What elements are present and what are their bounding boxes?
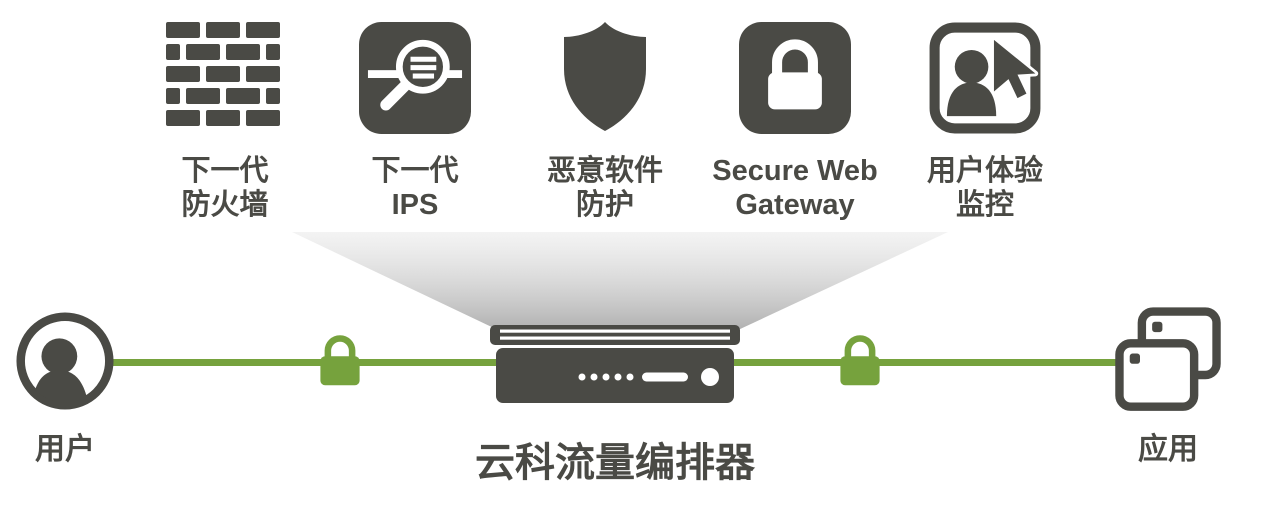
user-circle-icon	[16, 312, 114, 410]
service-label-line2: 防护	[575, 189, 634, 222]
service-label: Secure Web Gateway	[712, 154, 877, 222]
service-label: 下一代 防火墙	[181, 154, 268, 222]
service-label-line1: 下一代	[181, 155, 269, 187]
firewall-icon	[164, 22, 286, 144]
shield-icon	[555, 22, 655, 144]
service-label-line1: Secure Web	[712, 155, 878, 187]
service-secure-web-gateway: Secure Web Gateway	[700, 22, 890, 222]
padlock-square-icon	[739, 22, 851, 144]
user-monitor-cursor-icon	[929, 22, 1041, 144]
device-label: 云科流量编排器	[475, 441, 755, 485]
security-services-row: 下一代 防火墙 下一代 IPS	[130, 22, 1080, 222]
service-label-line2: 监控	[955, 189, 1014, 222]
funnel-beam	[292, 232, 948, 330]
service-label-line1: 用户体验	[926, 155, 1043, 187]
service-label: 恶意软件 防护	[547, 154, 663, 222]
tls-lock-icon	[312, 330, 368, 390]
user-label: 用户	[35, 433, 95, 466]
service-label-line2: Gateway	[735, 189, 855, 222]
service-label-line1: 下一代	[371, 155, 459, 187]
appliance-server-icon	[490, 325, 740, 403]
service-label-line1: 恶意软件	[546, 155, 663, 187]
service-next-gen-ips: 下一代 IPS	[320, 22, 510, 222]
service-label: 用户体验 监控	[927, 154, 1043, 222]
service-label: 下一代 IPS	[371, 154, 458, 222]
service-label-line2: 防火墙	[181, 189, 269, 222]
service-malware-protection: 恶意软件 防护	[510, 22, 700, 222]
service-label-line2: IPS	[391, 189, 439, 222]
ips-inspection-icon	[359, 22, 471, 144]
tls-lock-icon	[832, 330, 888, 390]
applications-windows-icon	[1112, 305, 1224, 417]
apps-label: 应用	[1138, 433, 1198, 466]
service-user-experience-monitoring: 用户体验 监控	[890, 22, 1080, 222]
service-next-gen-firewall: 下一代 防火墙	[130, 22, 320, 222]
